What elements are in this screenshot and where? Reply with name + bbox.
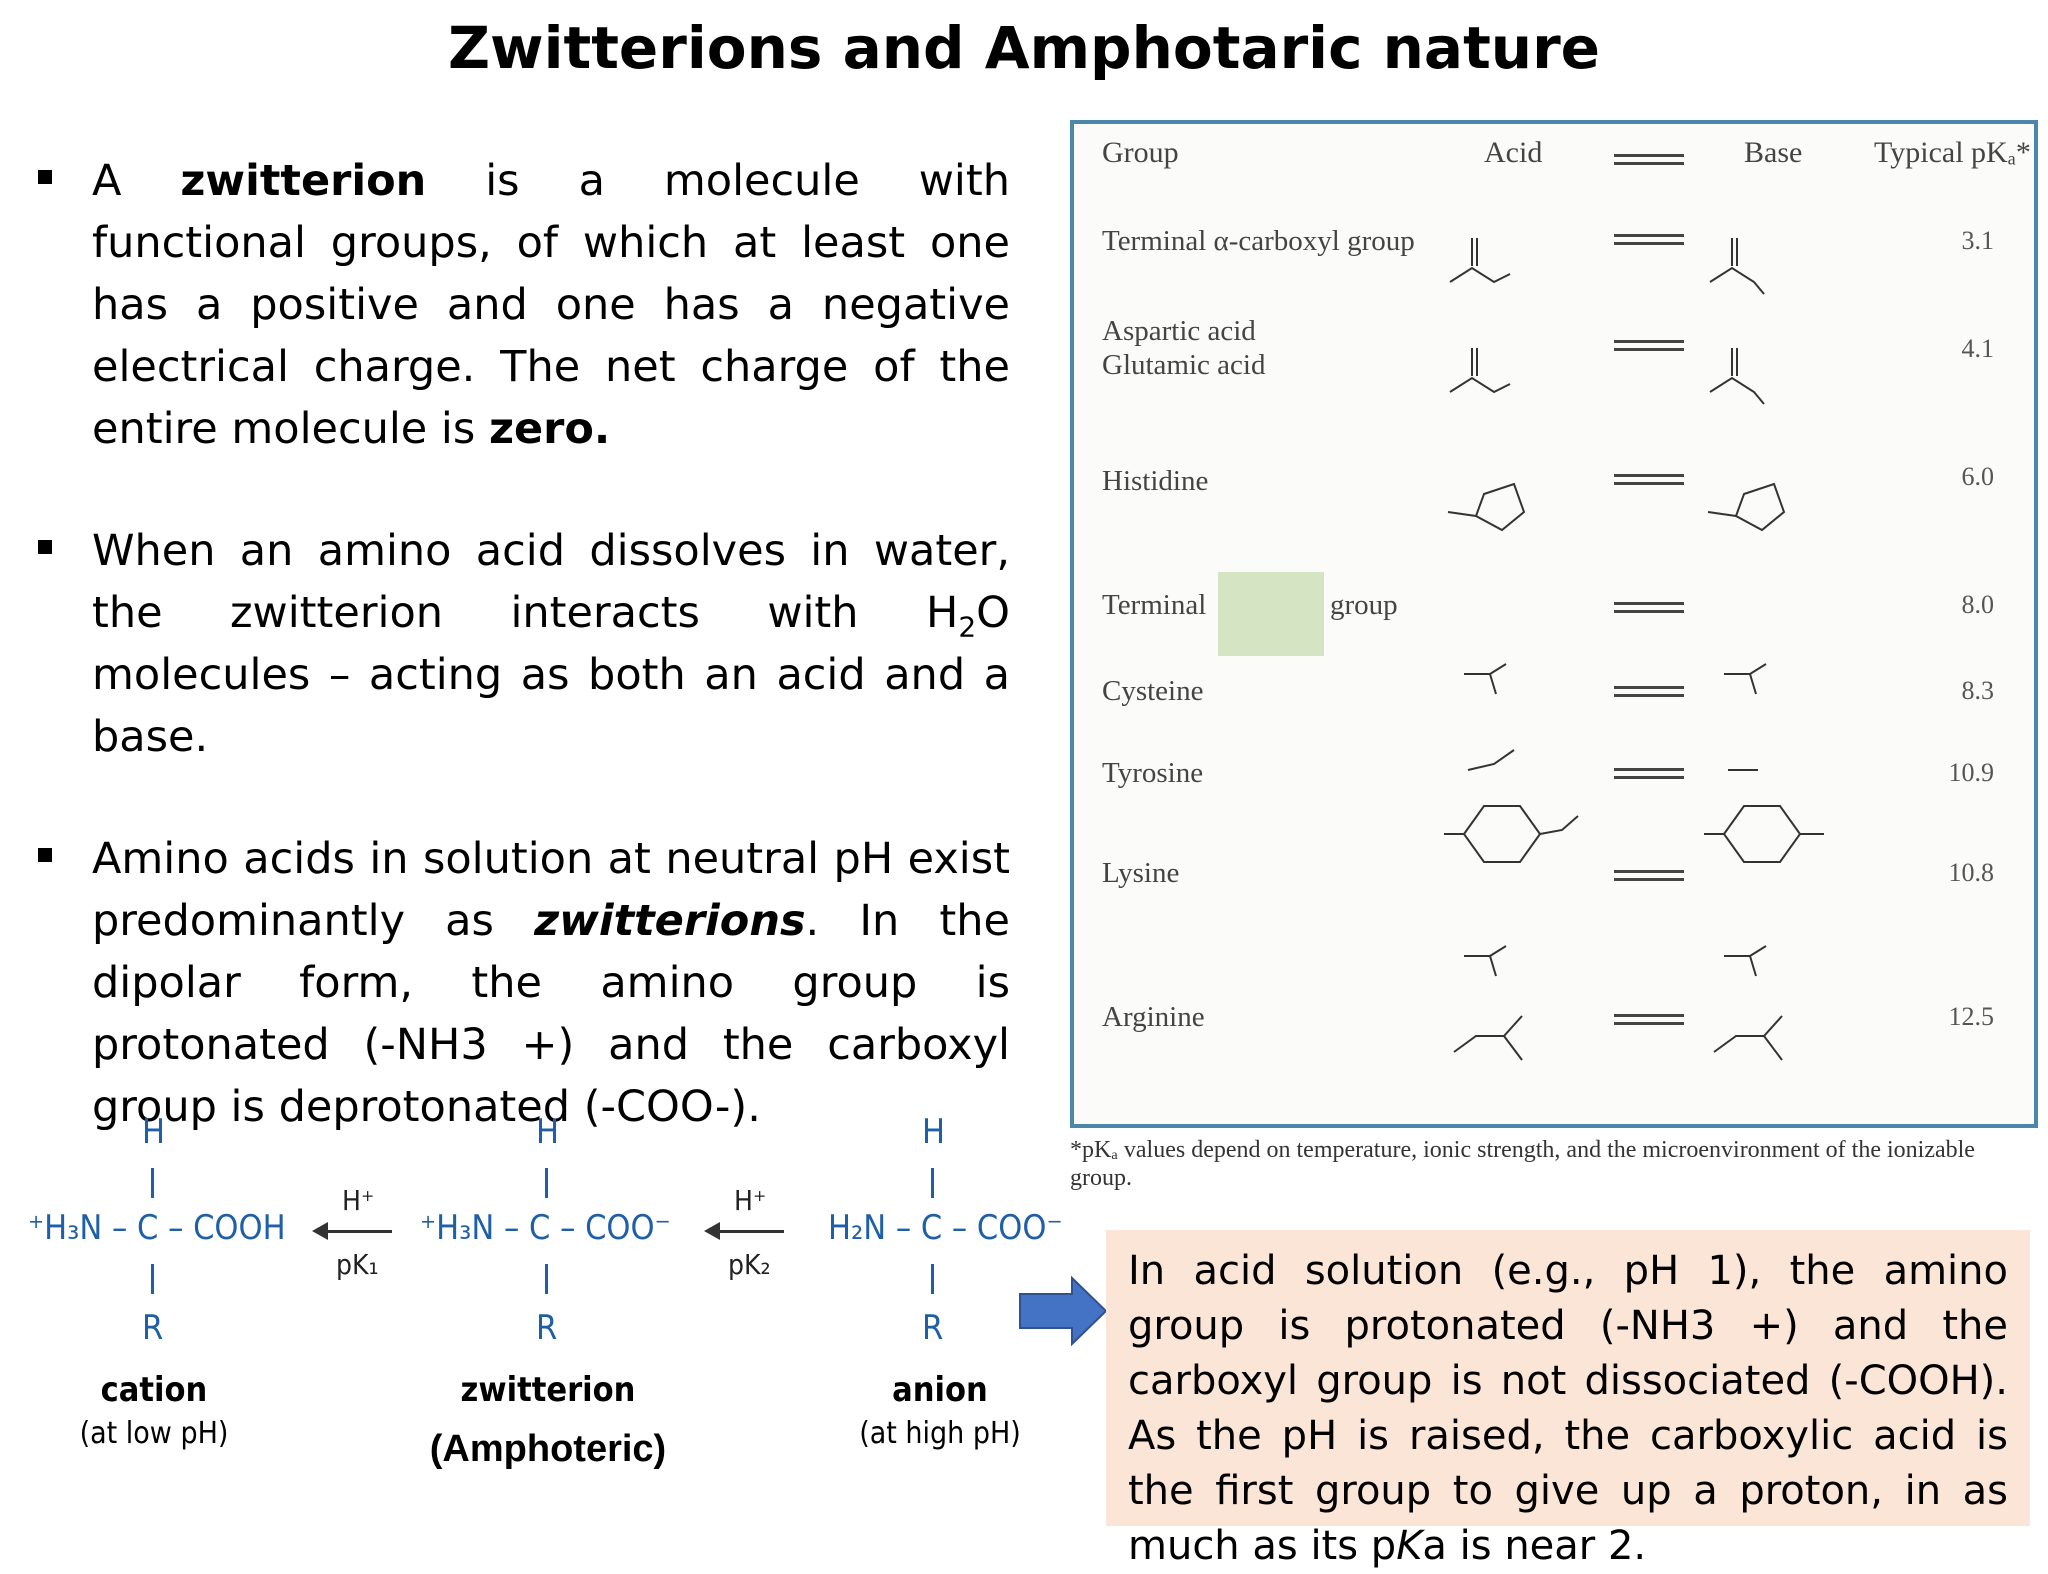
anion-note: (at high pH) xyxy=(859,1416,1021,1451)
row-label-suffix: group xyxy=(1330,589,1398,621)
cation-bottom-r: R xyxy=(142,1308,164,1348)
text-span: a is near 2. xyxy=(1422,1523,1647,1569)
equilibrium-icon xyxy=(1614,474,1684,486)
bond-line xyxy=(545,1168,548,1198)
cation-formula: ⁺H₃N – C – COOH xyxy=(28,1208,286,1248)
text-span: . In the dipolar form, the amino group i… xyxy=(92,896,1010,1132)
row-pka: 8.0 xyxy=(1961,590,1995,619)
anion-top-h: H xyxy=(922,1112,946,1152)
equilibrium-icon xyxy=(1614,768,1684,780)
anion-bottom-r: R xyxy=(922,1308,944,1348)
bullet-text: Amino acids in solution at neutral pH ex… xyxy=(92,828,1010,1138)
bullet-neutral-ph: Amino acids in solution at neutral pH ex… xyxy=(30,828,1010,1138)
row-pka: 6.0 xyxy=(1961,462,1995,491)
green-highlight-box xyxy=(1218,572,1324,656)
row-label: Lysine xyxy=(1102,857,1180,889)
text-span: O molecules – acting as both an acid and… xyxy=(92,588,1010,762)
bullet-list: A zwitterion is a molecule with function… xyxy=(30,150,1010,1198)
arrow2-proton: H⁺ xyxy=(734,1184,767,1217)
bold-term: zwitterion xyxy=(180,156,427,206)
header-pka: Typical pKₐ* xyxy=(1874,136,2031,169)
square-bullet-icon xyxy=(38,540,52,554)
bullet-water-interaction: When an amino acid dissolves in water, t… xyxy=(30,520,1010,768)
zwitterion-label: zwitterion xyxy=(460,1370,636,1410)
cation-note: (at low pH) xyxy=(79,1416,229,1451)
acid-solution-note: In acid solution (e.g., pH 1), the amino… xyxy=(1106,1230,2030,1569)
row-pka: 3.1 xyxy=(1961,226,1995,255)
row-label: Arginine xyxy=(1102,1001,1205,1033)
ionization-scheme: H ⁺H₃N – C – COOH R cation (at low pH) H… xyxy=(20,1108,1063,1528)
bond-line xyxy=(545,1264,548,1294)
cation-label: cation xyxy=(100,1370,208,1410)
cation-top-h: H xyxy=(142,1112,166,1152)
equilibrium-icon xyxy=(1614,234,1684,246)
zwitterion-top-h: H xyxy=(536,1112,560,1152)
bullet-zwitterion-definition: A zwitterion is a molecule with function… xyxy=(30,150,1010,460)
row-label: Terminal α-carboxyl group xyxy=(1102,225,1415,257)
equilibrium-icon xyxy=(1614,686,1684,698)
square-bullet-icon xyxy=(38,170,52,184)
header-group: Group xyxy=(1102,136,1179,169)
left-arrow-icon xyxy=(312,1222,392,1240)
row-label: Terminal xyxy=(1102,589,1207,621)
subscript: 2 xyxy=(958,610,977,644)
text-span: is a molecule with functional groups, of… xyxy=(92,156,1010,454)
anion-label: anion xyxy=(892,1370,988,1410)
page-title: Zwitterions and Amphotaric nature xyxy=(447,14,1601,82)
text-span: In acid solution (e.g., pH 1), the amino… xyxy=(1128,1248,2008,1569)
text-span: A xyxy=(92,156,181,206)
row-pka: 10.9 xyxy=(1948,758,1995,787)
left-arrow-icon xyxy=(704,1222,784,1240)
row-pka: 4.1 xyxy=(1961,334,1995,363)
base-structures-art xyxy=(1704,238,1824,1061)
row-pka: 10.8 xyxy=(1948,858,1995,887)
anion-formula: H₂N – C – COO⁻ xyxy=(828,1208,1063,1248)
header-base: Base xyxy=(1744,136,1803,169)
table-footnote: *pKₐ values depend on temperature, ionic… xyxy=(1070,1137,1975,1191)
text-span: When an amino acid dissolves in water, t… xyxy=(92,526,1010,638)
equilibrium-icon xyxy=(1614,602,1684,614)
equilibrium-icon xyxy=(1614,154,1684,166)
italic-k: K xyxy=(1396,1523,1423,1569)
row-label: Cysteine xyxy=(1102,675,1204,707)
bond-line xyxy=(151,1168,154,1198)
text-span: Amino acids in solution at neutral pH ex… xyxy=(92,834,1010,946)
equilibrium-icon xyxy=(1614,340,1684,352)
square-bullet-icon xyxy=(38,848,52,862)
bond-line xyxy=(931,1264,934,1294)
bold-term: zero. xyxy=(488,404,611,454)
zwitterion-bottom-r: R xyxy=(536,1308,558,1348)
row-pka: 12.5 xyxy=(1948,1002,1995,1031)
header-acid: Acid xyxy=(1484,136,1543,169)
row-label: Tyrosine xyxy=(1102,757,1204,789)
arrow1-proton: H⁺ xyxy=(342,1184,375,1217)
right-arrow-icon xyxy=(1019,1276,1108,1346)
pka-table-panel: Group Acid Base Typical pKₐ* Terminal α-… xyxy=(1070,120,2038,1128)
amphoteric-label: (Amphoteric) xyxy=(429,1428,667,1470)
bold-italic-term: zwitterions xyxy=(534,896,806,946)
arrow1-pk: pK₁ xyxy=(336,1248,379,1281)
bond-line xyxy=(931,1168,934,1198)
acid-structures-art xyxy=(1444,238,1579,1061)
row-label: Histidine xyxy=(1102,465,1209,497)
bullet-text: A zwitterion is a molecule with function… xyxy=(92,150,1010,460)
equilibrium-icon xyxy=(1614,870,1684,882)
bullet-text: When an amino acid dissolves in water, t… xyxy=(92,520,1010,768)
arrow2-pk: pK₂ xyxy=(728,1248,771,1281)
zwitterion-formula: ⁺H₃N – C – COO⁻ xyxy=(420,1208,671,1248)
equilibrium-icon xyxy=(1614,1014,1684,1026)
row-label: Aspartic acid Glutamic acid xyxy=(1102,315,1266,381)
row-pka: 8.3 xyxy=(1961,676,1995,705)
bond-line xyxy=(151,1264,154,1294)
